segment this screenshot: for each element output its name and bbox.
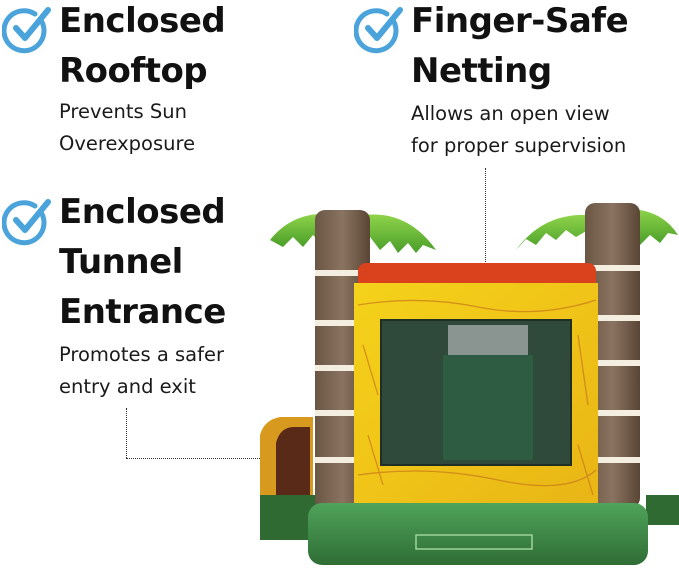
check-circle-icon xyxy=(2,199,51,246)
feature-description: Allows an open view xyxy=(411,102,610,125)
leader-line-tunnel-horizontal xyxy=(126,458,262,459)
feature-description: Promotes a safer xyxy=(59,343,224,366)
feature-title: Netting xyxy=(411,51,552,91)
feature-title: Rooftop xyxy=(59,51,208,91)
feature-description: for proper supervision xyxy=(411,134,627,157)
leader-line-netting xyxy=(485,168,486,318)
feature-title: Enclosed xyxy=(59,1,226,41)
feature-description: Prevents Sun xyxy=(59,100,187,123)
check-circle-icon xyxy=(354,7,403,54)
check-circle-icon xyxy=(2,7,51,54)
leader-line-tunnel-vertical xyxy=(126,408,127,458)
feature-title: Tunnel xyxy=(59,242,183,282)
feature-description: Overexposure xyxy=(59,132,196,155)
feature-title: Enclosed xyxy=(59,192,226,232)
bounce-house-image xyxy=(260,203,679,565)
feature-title: Entrance xyxy=(59,292,226,332)
feature-description: entry and exit xyxy=(59,375,196,398)
feature-title: Finger-Safe xyxy=(411,1,629,41)
